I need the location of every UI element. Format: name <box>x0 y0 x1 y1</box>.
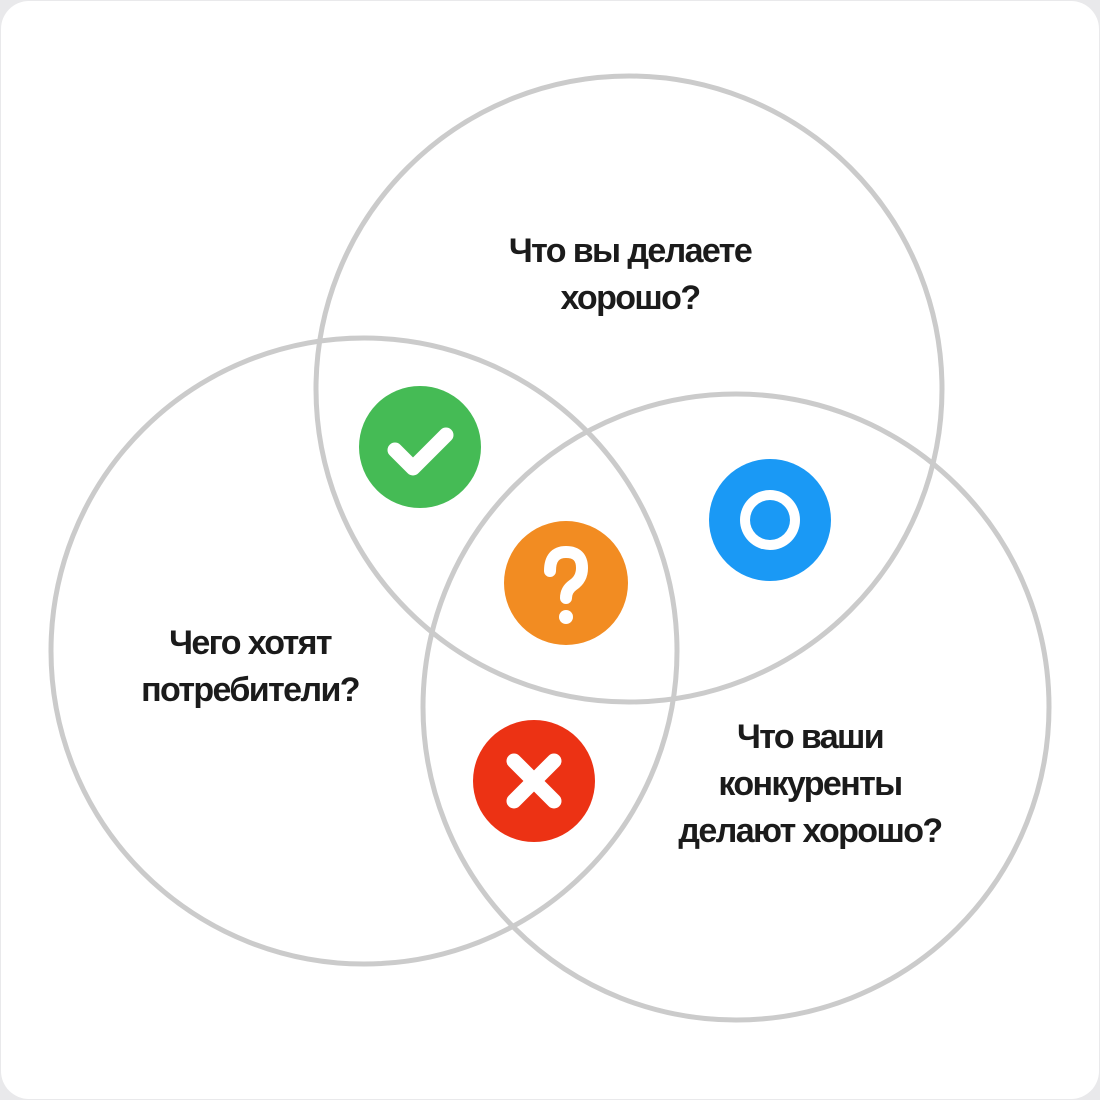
check-icon <box>359 386 481 508</box>
question-icon <box>504 521 628 645</box>
cross-icon <box>473 720 595 842</box>
ring-icon <box>709 459 831 581</box>
set-label-left: Чего хотят потребители? <box>141 624 360 709</box>
set-label-top: Что вы делаете хорошо? <box>508 232 753 317</box>
venn-circle-top <box>313 73 945 705</box>
venn-circle-right <box>420 391 1052 1023</box>
set-label-right: Что ваши конкуренты делают хорошо? <box>678 718 943 850</box>
venn-circle-left <box>48 335 680 967</box>
